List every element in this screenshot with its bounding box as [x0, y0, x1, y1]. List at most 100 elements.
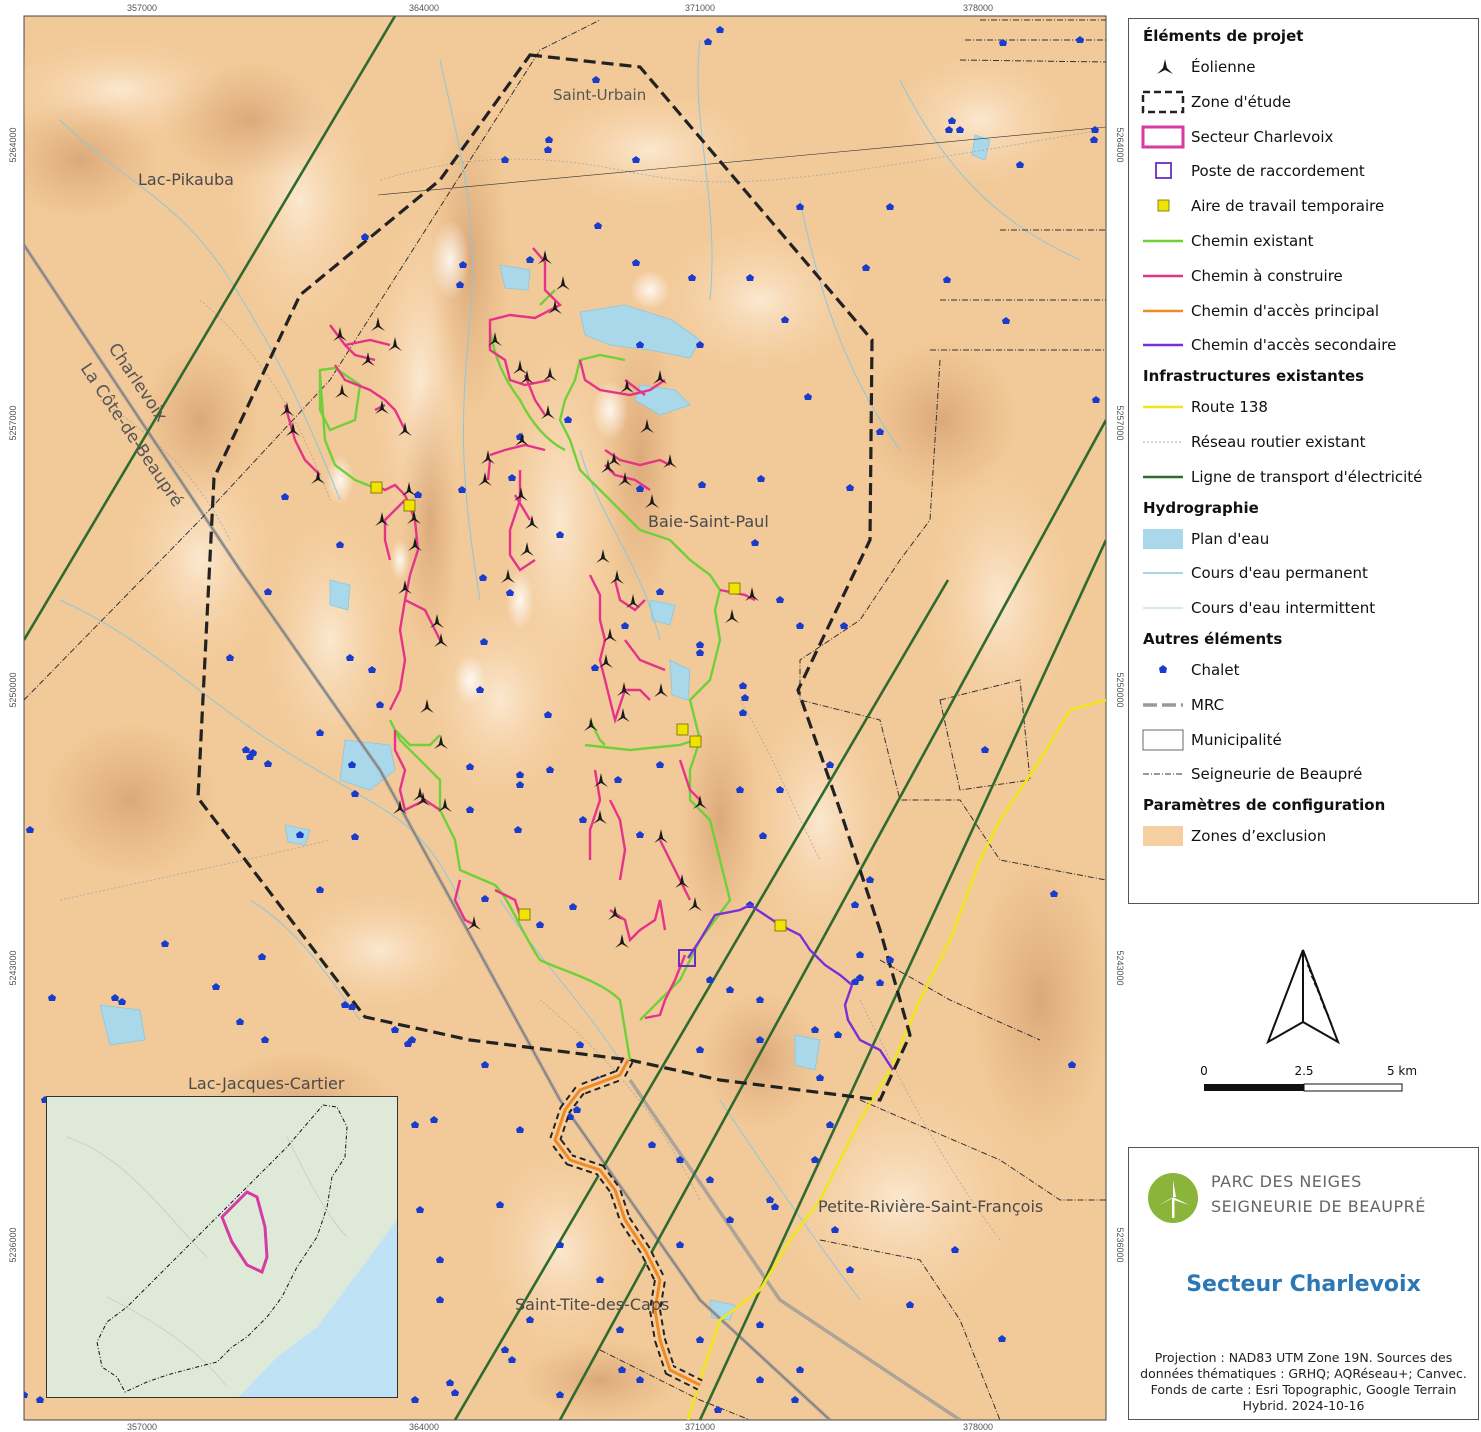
existing-road [539, 289, 556, 306]
terrain-snow [430, 220, 470, 300]
chalet-icon [592, 76, 600, 83]
terrain-highlight [470, 1130, 650, 1370]
chalet-icon [796, 203, 804, 210]
violet-line-swatch [1139, 330, 1191, 360]
chalet-icon [831, 1226, 839, 1233]
inset-sector [220, 1190, 269, 1275]
chalet-icon [756, 996, 764, 1003]
road [539, 999, 701, 1201]
chalet-icon [618, 1366, 626, 1373]
chalet-icon [546, 766, 554, 773]
legend-item: Plan d'eau [1139, 524, 1469, 554]
chalet-icon [111, 994, 119, 1001]
chalet-icon [759, 832, 767, 839]
chalet-icon [739, 682, 747, 689]
turbine-icon [335, 384, 349, 398]
legend-section-title: Hydrographie [1143, 498, 1259, 517]
x-tick: 371000 [685, 1422, 715, 1432]
terrain-shadow [40, 720, 220, 880]
chalet-icon [236, 1018, 244, 1025]
terrain-highlight [750, 1060, 1050, 1340]
road [859, 999, 1001, 1241]
chalet-icon [249, 749, 257, 756]
turbine-icon [501, 569, 515, 583]
turbine-icon [280, 402, 294, 416]
chalet-icon [476, 686, 484, 693]
chalet-icon [726, 1216, 734, 1223]
chalet-icon [696, 641, 704, 648]
turbine-icon [398, 580, 412, 594]
inset-roads [66, 1136, 348, 1388]
chalet-icon [656, 588, 664, 595]
turbine-icon [584, 717, 598, 731]
seigneurie-line [599, 1349, 751, 1420]
chalet-icon [516, 1126, 524, 1133]
chalet-icon [796, 622, 804, 629]
legend-item-label: Cours d'eau intermittent [1191, 599, 1376, 618]
chalet-icon [376, 701, 384, 708]
new-road [658, 839, 692, 901]
legend-section-title: Infrastructures existantes [1143, 367, 1365, 386]
legend-item-label: Réseau routier existant [1191, 433, 1366, 451]
turbine-icon [610, 570, 624, 584]
yellow-line-swatch [1139, 392, 1191, 422]
chalet-icon [416, 1206, 424, 1213]
terrain-snow [506, 570, 534, 630]
chalet-icon [316, 886, 324, 893]
map-credits: Projection : NAD83 UTM Zone 19N. Sources… [1140, 1350, 1467, 1413]
new-road [453, 879, 522, 927]
chalet-icon [739, 709, 747, 716]
work-area [370, 481, 383, 494]
chalet-icon [826, 761, 834, 768]
turbine-icon [601, 459, 615, 473]
legend-item: MRC [1139, 690, 1469, 720]
chalet-icon [556, 1241, 564, 1248]
legend-item-label: Chemin à construire [1191, 266, 1343, 285]
chalet-icon [676, 1241, 684, 1248]
chalet-icon [945, 126, 953, 133]
stream [579, 449, 661, 641]
turbine-icon [645, 494, 659, 508]
stream-line-swatch [1139, 558, 1191, 588]
chalet-icon [361, 233, 369, 240]
chalet-icon [516, 771, 524, 778]
turbine-icon [513, 360, 527, 374]
chalet-icon [696, 1336, 704, 1343]
chalet-icon [876, 428, 884, 435]
legend-item-label: Zone d'étude [1191, 92, 1291, 111]
chalet-icon [430, 1116, 438, 1123]
chalet-icon [776, 786, 784, 793]
lake [579, 304, 701, 359]
stream [59, 599, 461, 901]
work-area [774, 919, 787, 932]
chalet-icon [336, 541, 344, 548]
water-box-swatch [1139, 524, 1191, 554]
y-tick: 5257000 [8, 405, 18, 440]
y-ticks-left: 5264000 5257000 5250000 5243000 5236000 [8, 127, 18, 1262]
chalet-icon [781, 316, 789, 323]
turbine-icon [725, 609, 739, 623]
chalet-icon [886, 203, 894, 210]
chalet-icon [766, 1196, 774, 1203]
chalet-icon [341, 1001, 349, 1008]
chalet-icon [446, 1379, 454, 1386]
turbine-icon [520, 542, 534, 556]
new-road [486, 443, 546, 572]
legend-item: Réseau routier existant [1139, 427, 1469, 457]
legend-item-label: Municipalité [1191, 730, 1282, 749]
chalet-icon [481, 895, 489, 902]
legend-item-label: Chemin d'accès secondaire [1191, 336, 1397, 355]
chalet-icon [414, 491, 422, 498]
legend-item: Chalet [1139, 655, 1469, 685]
legend-item: Chemin d'accès secondaire [1139, 330, 1469, 360]
chalet-icon [746, 274, 754, 281]
terrain-snow [390, 540, 410, 580]
chalet-icon [791, 1396, 799, 1403]
chalet-icon [404, 1040, 412, 1047]
work-area [728, 582, 741, 595]
seigneurie-line [24, 19, 601, 701]
turbine-icon [398, 422, 412, 436]
legend-item-label: Route 138 [1191, 398, 1268, 417]
chalet-icon [544, 146, 552, 153]
